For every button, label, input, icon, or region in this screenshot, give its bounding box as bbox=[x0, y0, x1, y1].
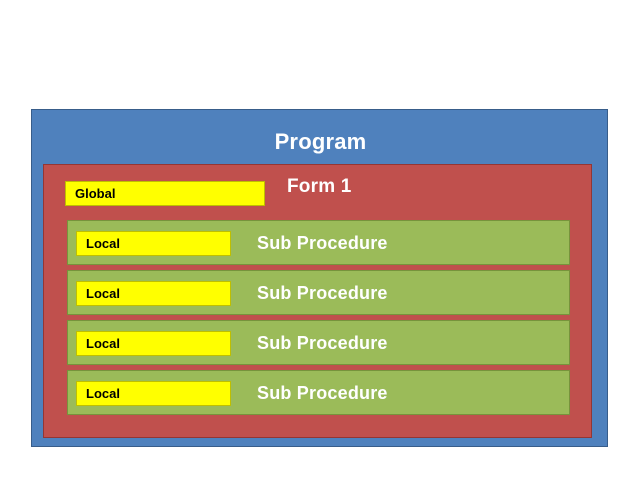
sub-procedure-row: Local Sub Procedure bbox=[67, 370, 570, 415]
sub-procedure-title: Sub Procedure bbox=[257, 283, 388, 303]
sub-procedure-row: Local Sub Procedure bbox=[67, 320, 570, 365]
form-title: Form 1 bbox=[287, 176, 352, 197]
local-scope-label: Local bbox=[86, 286, 120, 301]
local-scope-label: Local bbox=[86, 386, 120, 401]
sub-procedure-title: Sub Procedure bbox=[257, 233, 388, 253]
sub-procedure-title: Sub Procedure bbox=[257, 333, 388, 353]
sub-procedure-row: Local Sub Procedure bbox=[67, 220, 570, 265]
local-scope-box: Local bbox=[76, 331, 231, 356]
sub-procedure-title: Sub Procedure bbox=[257, 383, 388, 403]
form-container: Form 1 Global Local Sub Procedure Local … bbox=[43, 164, 592, 438]
program-title: Program bbox=[274, 129, 367, 154]
program-container: Program Form 1 Global Local Sub Procedur… bbox=[31, 109, 608, 447]
local-scope-box: Local bbox=[76, 231, 231, 256]
global-scope-box: Global bbox=[65, 181, 265, 206]
local-scope-box: Local bbox=[76, 381, 231, 406]
sub-procedure-row: Local Sub Procedure bbox=[67, 270, 570, 315]
global-scope-label: Global bbox=[75, 186, 116, 201]
local-scope-label: Local bbox=[86, 236, 120, 251]
local-scope-label: Local bbox=[86, 336, 120, 351]
local-scope-box: Local bbox=[76, 281, 231, 306]
